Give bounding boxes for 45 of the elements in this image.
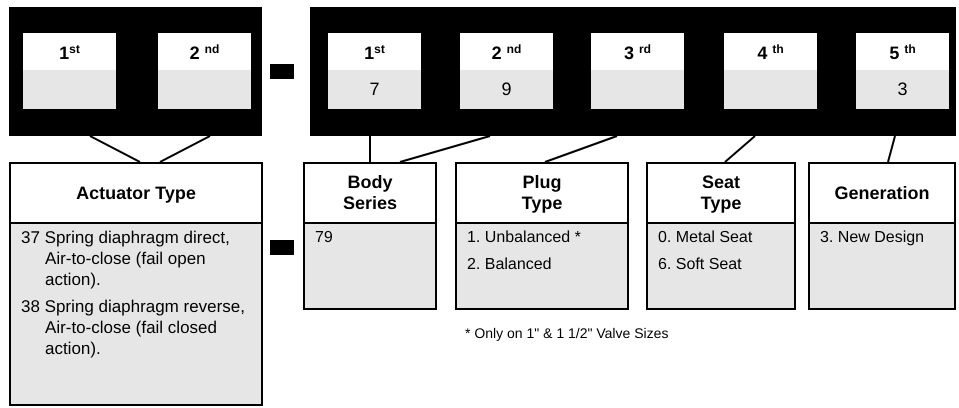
code-position-cell xyxy=(158,33,251,109)
code-description-box xyxy=(303,162,437,310)
position-heading: 1$^{st}$ xyxy=(23,33,116,70)
code-position-cell xyxy=(328,33,421,109)
code-position-cell xyxy=(724,33,817,109)
option-text: 2. Balanced xyxy=(466,255,553,275)
box-heading: Generation xyxy=(810,164,954,224)
connector-line xyxy=(160,135,210,163)
option-text: 3. New Design xyxy=(819,228,926,248)
code-panel xyxy=(9,7,262,136)
position-heading: 1$^{st}$ xyxy=(328,33,421,70)
code-description-box xyxy=(646,162,796,310)
option-text: 6. Soft Seat xyxy=(657,255,743,275)
code-description-box xyxy=(9,162,263,406)
option-text: 79 xyxy=(314,228,334,248)
code-position-cell xyxy=(460,33,553,109)
position-heading: 5 $^{th}$ xyxy=(856,33,949,70)
position-heading: 4 $^{th}$ xyxy=(724,33,817,70)
box-heading: Body Series xyxy=(305,164,435,224)
footnote: * Only on 1" & 1 1/2" Valve Sizes xyxy=(465,325,668,341)
position-heading: 2 $^{nd}$ xyxy=(158,33,251,70)
code-position-cell xyxy=(591,33,684,109)
position-heading: 2 $^{nd}$ xyxy=(460,33,553,70)
code-description-box xyxy=(455,162,629,310)
code-position-cell xyxy=(856,33,949,109)
option-text: 37 Spring diaphragm direct, Air-to-close (fail open action). xyxy=(20,227,231,291)
connector-line xyxy=(887,136,896,162)
value-field: 7 xyxy=(328,70,421,109)
connector-line xyxy=(544,135,618,163)
option-text: 38 Spring diaphragm reverse, Air-to-close (fail closed action). xyxy=(20,296,246,360)
code-description-box xyxy=(808,162,956,310)
option-text: 1. Unbalanced * xyxy=(466,228,582,248)
box-heading: Seat Type xyxy=(648,164,794,224)
connector-line xyxy=(724,135,756,163)
connector-line xyxy=(90,135,140,163)
box-heading: Actuator Type xyxy=(11,164,261,224)
connector-line xyxy=(400,135,490,163)
position-heading: 3 $^{rd}$ xyxy=(591,33,684,70)
option-text: 0. Metal Seat xyxy=(657,228,754,248)
value-field: 9 xyxy=(460,70,553,109)
code-panel xyxy=(310,7,956,136)
value-field: 3 xyxy=(856,70,949,109)
connector-line xyxy=(369,136,371,162)
box-heading: Plug Type xyxy=(457,164,627,224)
code-position-cell xyxy=(23,33,116,109)
